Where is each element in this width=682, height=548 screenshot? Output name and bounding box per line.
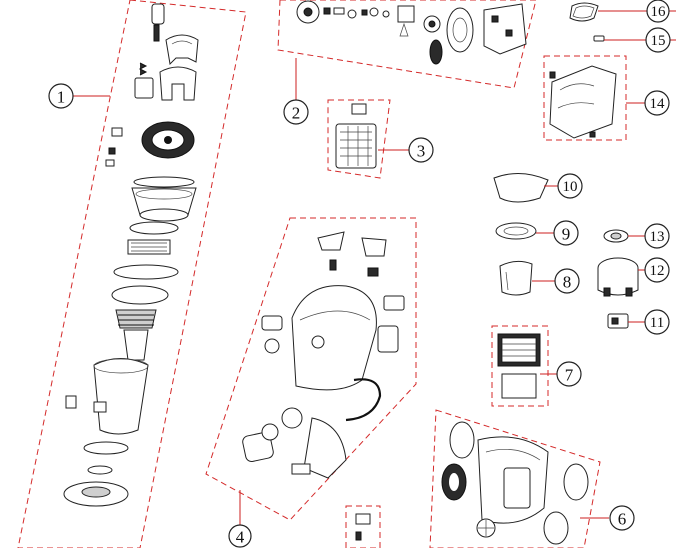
part-9-ring	[495, 222, 537, 240]
group-4-body-shell	[205, 217, 417, 521]
handle-frame	[159, 66, 197, 101]
loose-small-part	[345, 505, 381, 548]
gear-and-coil	[423, 15, 443, 65]
callout-7: 7	[556, 361, 582, 387]
reel-disk-left	[296, 0, 320, 24]
release-spring	[134, 62, 154, 99]
upper-clips	[317, 231, 387, 277]
gasket-2	[113, 264, 179, 280]
callout-13: 13	[644, 223, 670, 249]
bottom-lid	[63, 481, 129, 507]
mesh-filter	[127, 239, 171, 255]
base-body	[477, 436, 549, 524]
callout-11: 11	[644, 309, 670, 335]
bumper-cover	[291, 417, 347, 479]
group-2-border	[277, 0, 537, 89]
cyclone-cone	[131, 187, 197, 222]
part-14-motor-housing	[543, 55, 627, 141]
svg-text:7: 7	[565, 366, 574, 385]
callout-8: 8	[554, 268, 580, 294]
callout-1: 1	[48, 83, 74, 109]
svg-text:10: 10	[563, 179, 578, 195]
group-14-border	[543, 55, 627, 141]
part-11-switch	[607, 313, 629, 329]
group-2-top-assembly	[277, 0, 537, 89]
part-8-sleeve	[499, 260, 533, 296]
cyclone-cap-ring	[133, 176, 195, 188]
reel-housing	[483, 3, 527, 55]
caster-wheel	[476, 518, 496, 538]
part-12-motor	[597, 257, 639, 297]
dust-container	[93, 358, 149, 435]
base-rings	[441, 421, 589, 545]
inner-cyclone	[111, 285, 169, 361]
callout-6: 6	[609, 505, 635, 531]
svg-text:1: 1	[57, 88, 66, 107]
group-7-border	[491, 325, 549, 407]
shell-side-parts	[261, 295, 405, 354]
small-clips	[105, 127, 123, 167]
group-3-exhaust-filter	[327, 99, 391, 179]
svg-text:3: 3	[417, 142, 426, 161]
filter-grille	[335, 103, 377, 169]
callout-15: 15	[645, 27, 671, 53]
group-6-base	[429, 409, 601, 548]
gasket-1	[129, 221, 179, 235]
svg-text:9: 9	[562, 225, 571, 244]
handle-cover	[165, 34, 199, 66]
callout-10: 10	[557, 173, 583, 199]
reel-disk-right	[446, 7, 474, 53]
handle-latch	[151, 3, 165, 42]
svg-text:2: 2	[292, 104, 301, 123]
lower-rings	[242, 407, 303, 463]
svg-text:8: 8	[563, 273, 572, 292]
callout-16: 16	[646, 0, 670, 23]
svg-text:13: 13	[650, 229, 665, 245]
callout-3: 3	[408, 137, 434, 163]
switch-hook	[397, 5, 415, 37]
group-1-dust-bin-assembly	[17, 0, 247, 548]
shaft-parts	[323, 7, 390, 19]
group-6-border	[429, 409, 601, 548]
part-15-pin	[593, 35, 605, 42]
loose-part-border	[345, 505, 381, 548]
svg-text:15: 15	[651, 33, 666, 49]
main-shell	[291, 285, 377, 391]
svg-text:11: 11	[650, 315, 664, 331]
bottom-rings	[83, 441, 129, 475]
callout-12: 12	[644, 257, 670, 283]
part-16-gasket	[569, 2, 599, 22]
callout-9: 9	[553, 220, 579, 246]
svg-text:14: 14	[650, 96, 666, 112]
hose-cord	[345, 378, 382, 422]
container-latch	[65, 395, 107, 413]
svg-text:6: 6	[618, 510, 627, 529]
callout-14: 14	[644, 90, 670, 116]
svg-text:12: 12	[650, 263, 665, 279]
part-13-mount	[603, 229, 629, 243]
part-7-hepa-filter	[491, 325, 549, 407]
group-4-border	[205, 217, 417, 521]
callout-2: 2	[283, 99, 309, 125]
svg-text:16: 16	[651, 4, 667, 20]
part-10-seal	[493, 173, 549, 203]
group-1-border	[17, 0, 247, 548]
callout-4: 4	[228, 524, 252, 548]
svg-text:4: 4	[236, 528, 245, 547]
top-filter-star	[141, 121, 195, 159]
group-3-border	[327, 99, 391, 179]
